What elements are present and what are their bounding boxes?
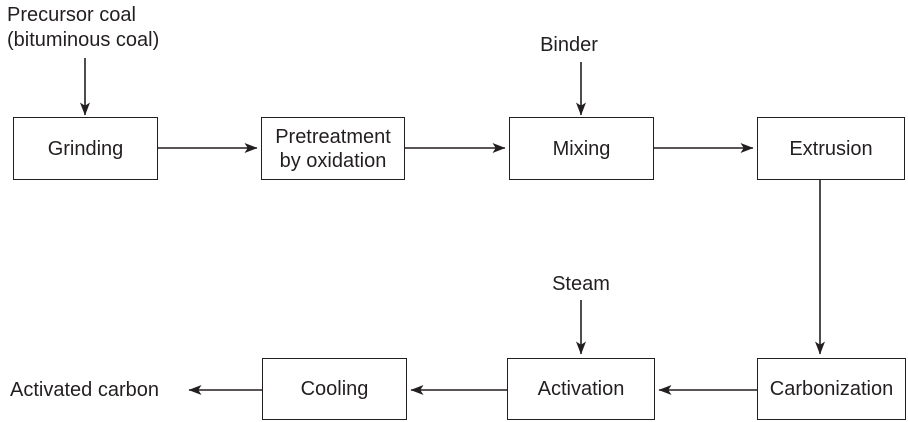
node-cooling-label: Cooling xyxy=(300,378,369,400)
precursor-coal-label: Precursor coal (bituminous coal) xyxy=(7,3,159,53)
node-mixing-label: Mixing xyxy=(552,137,611,160)
steam-label: Steam xyxy=(552,273,610,295)
node-carbonization-label: Carbonization xyxy=(769,378,894,400)
precursor-coal-label-line1: Precursor coal xyxy=(7,4,136,26)
node-carbonization: Carbonization xyxy=(757,358,906,420)
node-mixing: Mixing xyxy=(509,117,654,180)
node-pretreatment-by-oxidation: Pretreatment by oxidation xyxy=(261,117,405,180)
node-pretreatment-label: Pretreatment by oxidation xyxy=(275,125,391,172)
node-grinding-label: Grinding xyxy=(47,137,124,160)
node-extrusion-label: Extrusion xyxy=(789,137,873,160)
binder-label: Binder xyxy=(540,34,598,56)
node-activation-label: Activation xyxy=(537,378,625,400)
node-grinding: Grinding xyxy=(13,117,158,180)
node-extrusion: Extrusion xyxy=(757,117,905,180)
activated-carbon-output-label: Activated carbon xyxy=(10,379,159,401)
node-activation: Activation xyxy=(507,358,655,420)
precursor-coal-label-line2: (bituminous coal) xyxy=(7,29,160,51)
node-cooling: Cooling xyxy=(262,358,407,420)
